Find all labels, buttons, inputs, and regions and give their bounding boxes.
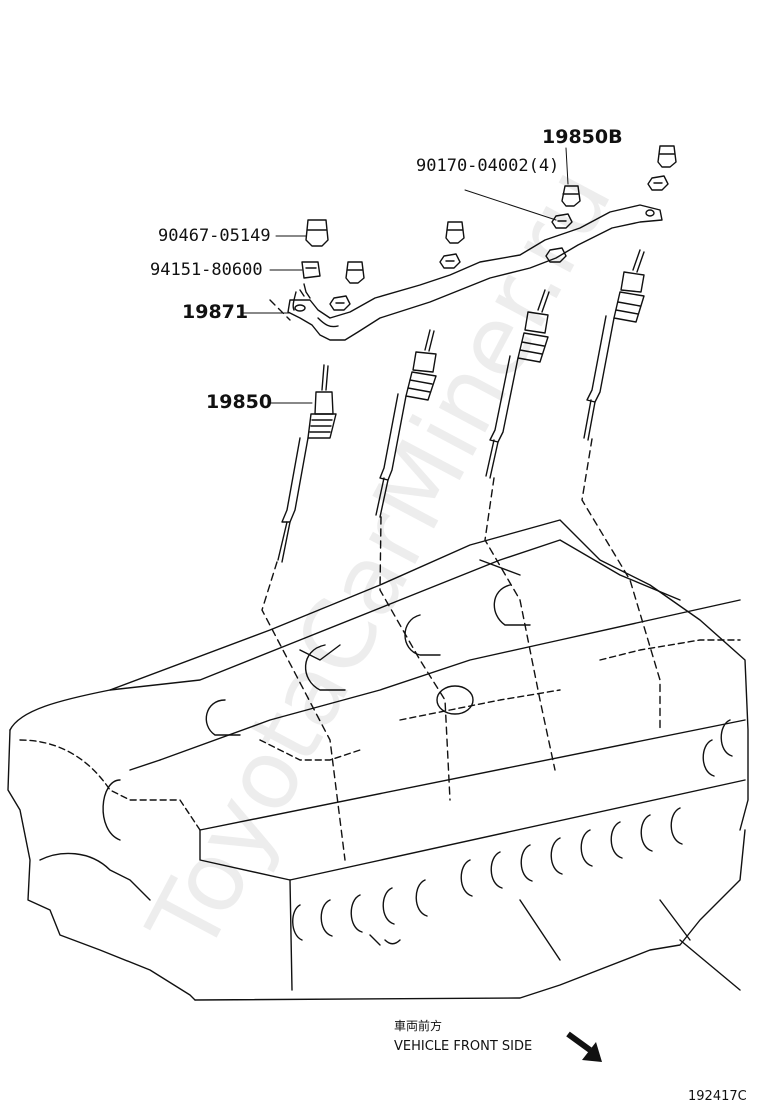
label-90170-04002: 90170-04002(4) (416, 156, 560, 176)
illustration-code: 192417C (688, 1089, 747, 1104)
label-19850b: 19850B (542, 126, 623, 148)
arrow-icon (566, 1031, 602, 1062)
connector-bus-bar (287, 204, 663, 341)
leader-lines (242, 147, 569, 404)
direction-label-english: VEHICLE FRONT SIDE (394, 1039, 533, 1054)
glow-plug-1 (277, 364, 337, 563)
label-90467-05149: 90467-05149 (158, 226, 271, 246)
glow-plugs (277, 249, 645, 563)
label-19871: 19871 (182, 301, 249, 323)
hardware-parts (301, 145, 677, 311)
glow-plug-4 (583, 249, 645, 441)
alignment-dashed-lines (261, 299, 661, 861)
glow-plug-3 (485, 289, 550, 479)
direction-label-japanese: 車両前方 (394, 1019, 443, 1033)
engine-cylinder-head (7, 519, 749, 1001)
label-19850: 19850 (206, 391, 273, 413)
glow-plug-2 (375, 329, 437, 518)
label-94151-80600: 94151-80600 (150, 260, 263, 280)
